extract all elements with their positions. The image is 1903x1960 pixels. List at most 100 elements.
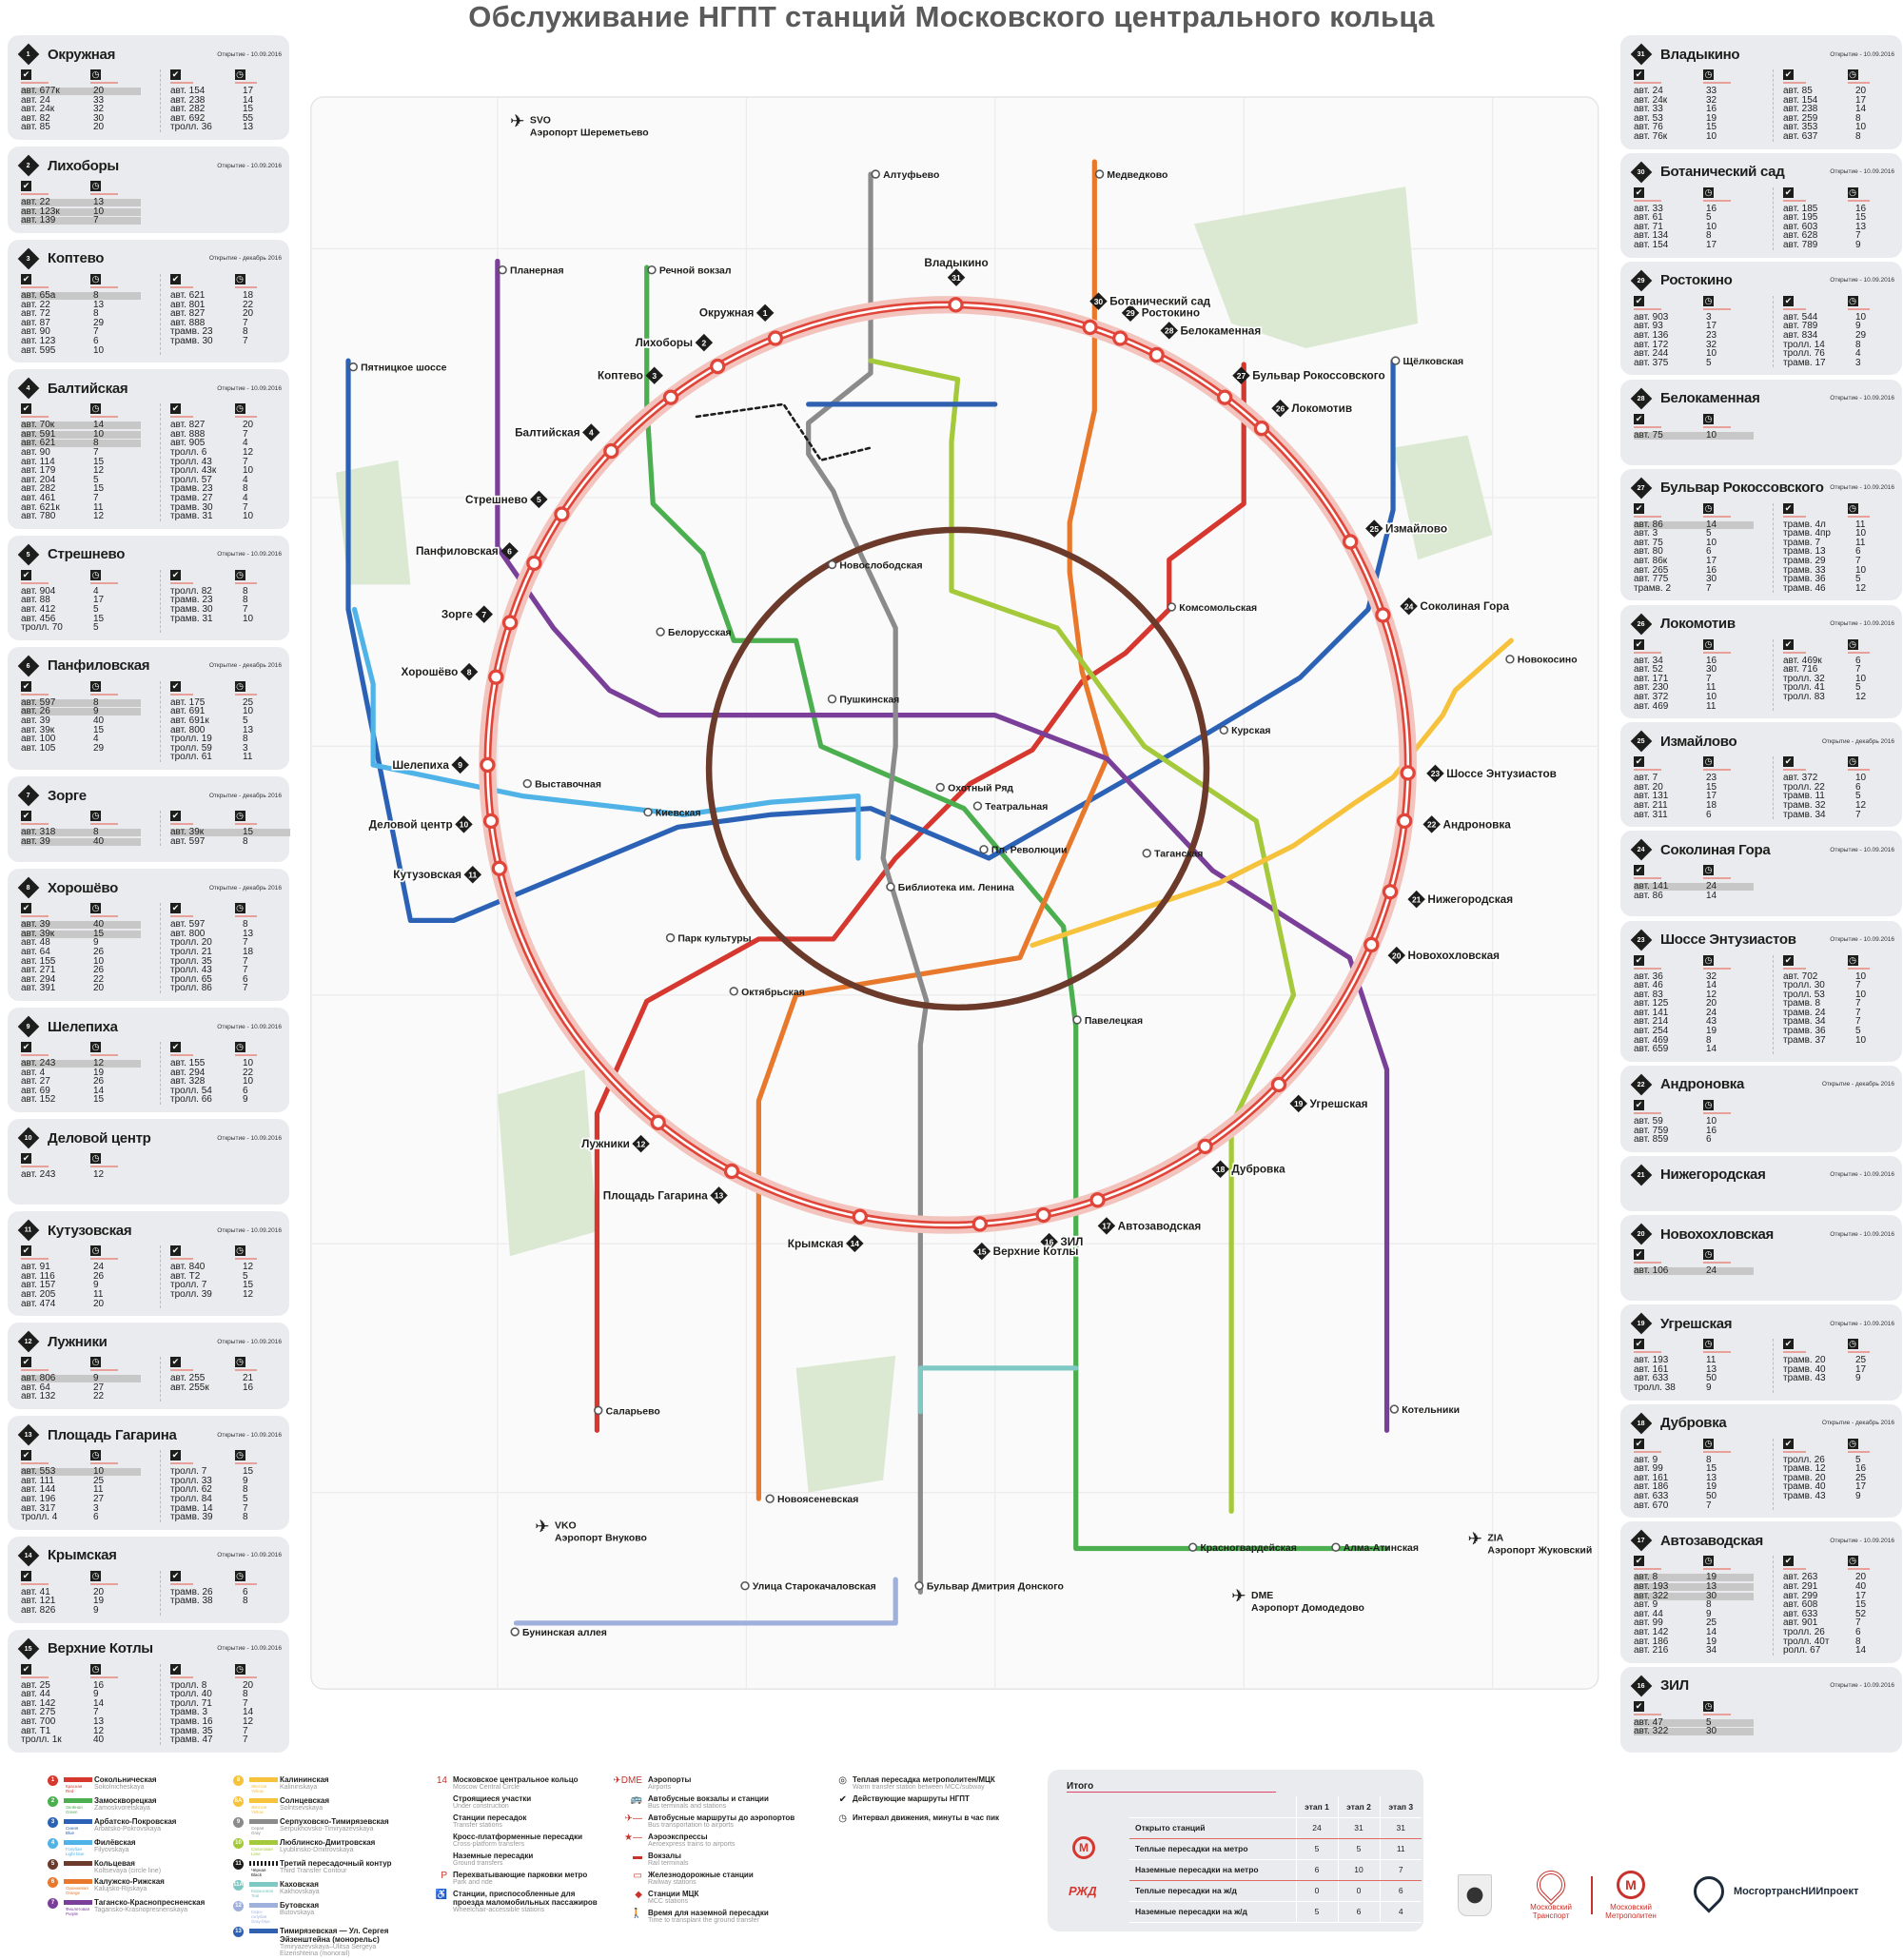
check-icon: ✔ — [170, 1245, 181, 1257]
mcc-station[interactable]: 8 — [460, 662, 504, 685]
metro-station[interactable]: Алма-Атинская — [1331, 1542, 1419, 1554]
metro-station[interactable]: Киевская — [643, 807, 701, 819]
metro-station[interactable]: Курская — [1219, 725, 1270, 736]
mcc-station[interactable]: 6 — [500, 542, 542, 572]
metro-station[interactable]: Парк культуры — [665, 932, 752, 945]
route-interval: 10 — [1706, 537, 1717, 548]
metro-station[interactable]: Таганская — [1142, 849, 1203, 860]
mcc-station[interactable]: 10 — [455, 813, 500, 833]
metro-station[interactable]: Комсомольская — [1167, 602, 1257, 614]
metro-station[interactable]: Красногвардейская — [1187, 1542, 1297, 1554]
mcc-station[interactable]: 22 — [1396, 813, 1441, 833]
metro-station[interactable]: Новоясеневская — [765, 1494, 858, 1505]
metro-station[interactable]: Котельники — [1389, 1404, 1460, 1416]
mcc-station[interactable]: 13 — [710, 1163, 740, 1205]
mcc-station[interactable]: 27 — [1216, 366, 1250, 405]
metro-station[interactable]: Пл. Революции — [979, 845, 1067, 856]
metro-station[interactable]: Новокосино — [1505, 655, 1578, 666]
mcc-station[interactable]: 24 — [1375, 597, 1418, 623]
metro-station[interactable]: Новослободская — [827, 559, 923, 571]
metro-station[interactable]: Щёлковская — [1390, 356, 1463, 367]
mcc-station[interactable]: 15 — [971, 1216, 991, 1261]
metro-station[interactable]: Речной вокзал — [647, 265, 731, 277]
metro-station[interactable]: Бунинская аллея — [510, 1627, 607, 1638]
mcc-station[interactable]: 26 — [1253, 399, 1289, 437]
metro-station[interactable]: Октябрьская — [729, 987, 805, 998]
metro-station[interactable]: Белорусская — [656, 627, 732, 638]
mcc-station[interactable]: 23 — [1400, 764, 1444, 783]
mcc-station[interactable]: 20 — [1363, 936, 1406, 965]
mcc-station[interactable]: 4 — [582, 423, 619, 460]
metro-station[interactable]: Пятницкое шоссе — [348, 362, 447, 374]
mcc-station[interactable]: 28 — [1148, 322, 1178, 363]
mcc-station[interactable]: 9 — [451, 755, 496, 774]
metro-station[interactable]: Библиотека им. Ленина — [886, 882, 1014, 893]
mcc-station[interactable]: 19 — [1270, 1076, 1307, 1113]
mcc-station[interactable]: 2 — [695, 333, 726, 375]
mcc-station[interactable]: 12 — [632, 1114, 666, 1153]
metro-station[interactable]: Павелецкая — [1072, 1015, 1143, 1027]
mcc-station[interactable]: 1 — [755, 304, 784, 346]
mcc-station[interactable]: 16 — [1035, 1206, 1058, 1251]
mcc-station[interactable]: 17 — [1089, 1192, 1116, 1235]
metro-station[interactable]: Саларьево — [594, 1405, 660, 1417]
metro-station[interactable]: Выставочная — [522, 778, 601, 790]
metro-station[interactable]: Медведково — [1094, 169, 1168, 181]
metro-station[interactable]: Театральная — [972, 801, 1049, 813]
mcc-station[interactable]: 11 — [463, 860, 507, 884]
metro-station[interactable]: Бульвар Дмитрия Донского — [914, 1580, 1064, 1593]
mcc-station[interactable]: 30 — [1082, 292, 1108, 336]
metro-station[interactable]: Охотный Ряд — [935, 782, 1013, 794]
metro-station[interactable]: Планерная — [498, 265, 564, 277]
mcc-station[interactable]: 18 — [1197, 1138, 1229, 1178]
mcc-station[interactable]: 29 — [1112, 304, 1140, 346]
metro-station[interactable]: Пушкинская — [827, 694, 900, 706]
interval-header: ◷ — [234, 1245, 257, 1261]
metro-station[interactable]: Улица Старокачаловская — [740, 1580, 876, 1593]
metro-station[interactable]: Алтуфьево — [871, 169, 939, 181]
mcc-station[interactable]: 31 — [947, 268, 966, 313]
mcc-station[interactable]: 25 — [1342, 519, 1383, 550]
route-header: ✔ — [1634, 1556, 1661, 1571]
mcc-station[interactable]: 21 — [1382, 884, 1425, 909]
mcc-station[interactable]: 14 — [846, 1208, 868, 1253]
mcc-station[interactable]: 3 — [645, 366, 679, 405]
